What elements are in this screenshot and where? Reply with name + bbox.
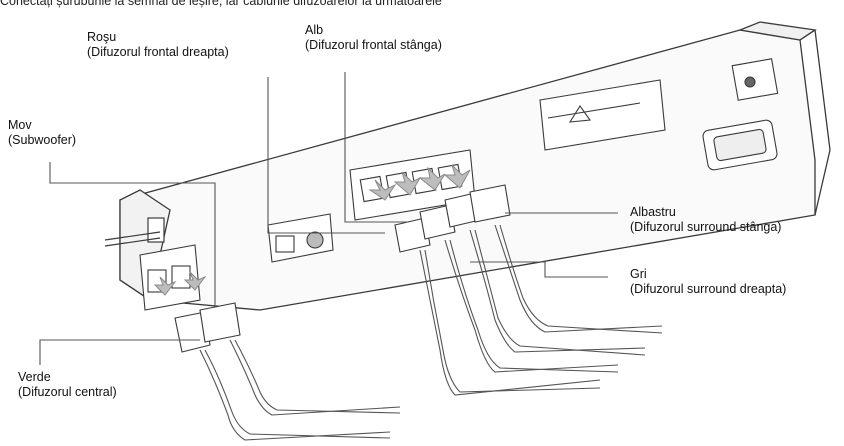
top-caption: Conectați șuruburile la semnal de ieșire… <box>0 0 442 8</box>
label-color: Albastru <box>630 205 676 219</box>
leader-lines <box>39 72 618 365</box>
label-mov: Mov (Subwoofer) <box>8 118 76 148</box>
label-albastru: Albastru (Difuzorul surround stânga) <box>630 205 781 235</box>
label-description: (Difuzorul surround stânga) <box>630 220 782 234</box>
scart-connector <box>702 119 778 171</box>
label-color: Verde <box>18 370 51 384</box>
label-description: (Difuzorul central) <box>18 385 117 399</box>
label-description: (Difuzorul surround dreapta) <box>630 282 787 296</box>
label-color: Alb <box>305 23 324 37</box>
label-description: (Subwoofer) <box>8 133 77 147</box>
coax-jack <box>731 58 779 101</box>
label-color: Mov <box>8 118 32 132</box>
power-cord <box>104 217 165 247</box>
label-description: (Difuzorul frontal stânga) <box>305 38 442 52</box>
speaker-plugs-left <box>174 302 241 353</box>
insertion-arrows <box>153 164 471 296</box>
speaker-cables-main <box>419 224 663 396</box>
label-description: (Difuzorul frontal dreapta) <box>87 45 229 59</box>
label-gri: Gri (Difuzorul surround dreapta) <box>630 267 786 297</box>
label-alb: Alb (Difuzorul frontal stânga) <box>305 23 442 53</box>
speaker-cables-left <box>199 339 401 441</box>
label-color: Roşu <box>87 30 117 44</box>
label-rosu: Roşu (Difuzorul frontal dreapta) <box>87 30 229 60</box>
label-color: Gri <box>630 267 647 281</box>
speaker-plugs-main <box>394 184 511 253</box>
digital-input-panel <box>267 213 334 263</box>
speaker-terminals-left <box>139 244 201 311</box>
warning-panel <box>539 79 666 151</box>
label-verde: Verde (Difuzorul central) <box>18 370 117 400</box>
